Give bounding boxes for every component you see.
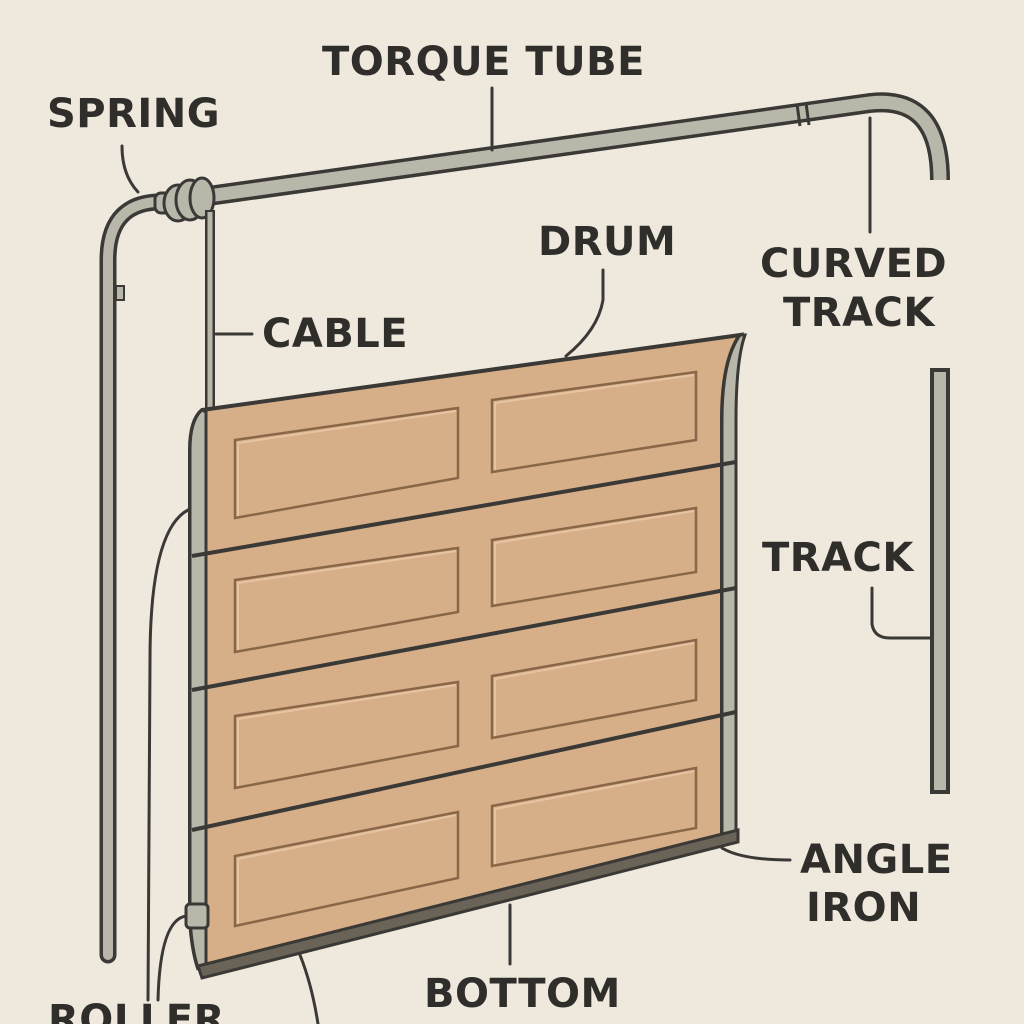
leader-angle-iron [720,846,792,862]
label-drum: DRUM [538,219,677,265]
label-curved-track-line2: TRACK [783,290,935,336]
label-bottom: BOTTOM [424,971,621,1017]
label-angle-iron-line1: ANGLE [800,837,953,883]
track-bracket [115,285,125,301]
leader-roller [146,508,190,1002]
leader-lines [120,86,934,1024]
spring-coil [153,176,216,223]
label-cable: CABLE [262,311,409,357]
tube-joint [795,103,802,127]
section-divider-2 [191,586,737,692]
label-angle-iron-line2: IRON [806,885,922,931]
recessed-panels [233,370,698,928]
bottom-rail [196,828,740,980]
tube-joint-2 [804,102,811,126]
label-roller: ROLLER [48,997,225,1024]
recessed-panels-highlight [237,374,695,924]
leader-track [870,586,934,640]
label-spring: SPRING [47,91,221,137]
section-divider-1 [191,460,737,558]
label-torque-tube: TORQUE TUBE [322,39,645,85]
label-curved-track-line1: CURVED [760,241,948,287]
right-track [930,368,950,794]
door-panel [188,332,745,971]
label-track: TRACK [762,535,914,581]
leader-roller-2 [156,914,188,1002]
leader-drum [564,268,605,358]
leader-spring [120,144,140,194]
section-divider-3 [191,710,737,832]
torque-tube-fill [179,95,947,207]
roller-bracket [184,902,210,930]
leader-bottom-2 [298,953,320,1024]
left-track-fill [103,196,170,960]
